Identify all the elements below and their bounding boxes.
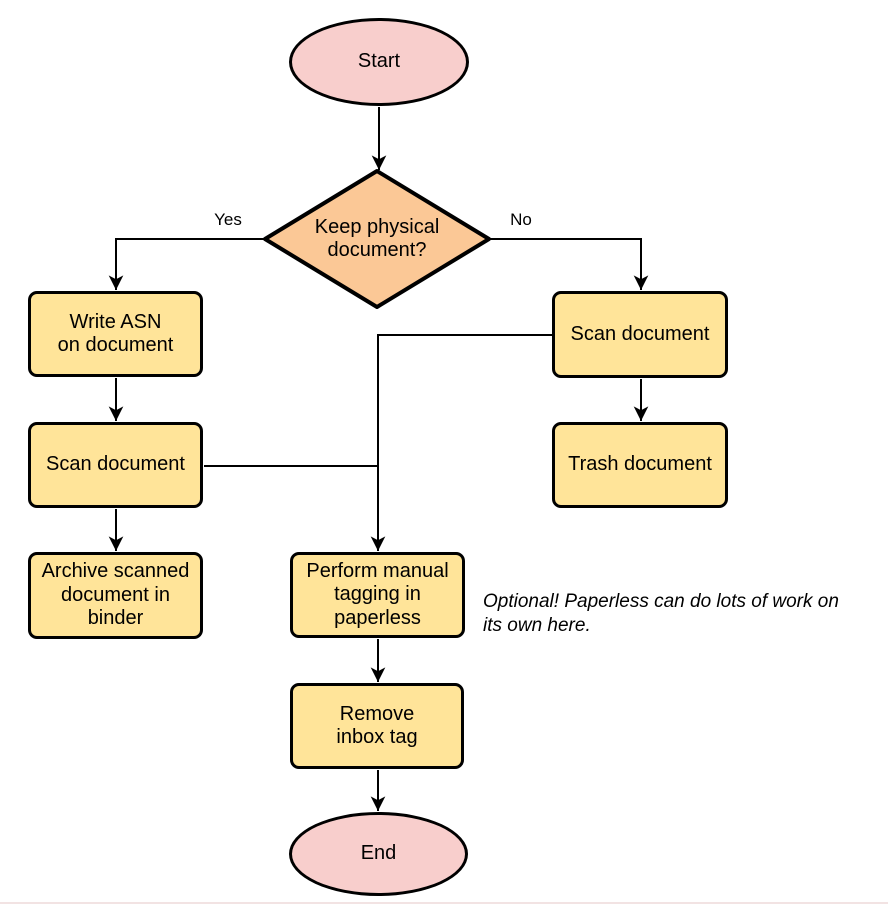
node-scan-document-right: Scan document [552, 291, 728, 378]
node-start: Start [289, 18, 469, 106]
node-trash-document: Trash document [552, 422, 728, 508]
edge-scan-right-to-tagging [370, 334, 552, 551]
edge-decision-yes-to-write-asn [108, 238, 265, 290]
edge-label-no: No [510, 210, 532, 229]
node-write-asn: Write ASN on document [28, 291, 203, 377]
node-end: End [289, 812, 468, 896]
node-remove-inbox-tag: Remove inbox tag [290, 683, 464, 769]
decision-diamond-shape [263, 169, 491, 309]
edge-label-yes: Yes [214, 210, 242, 229]
node-decision-label: Keep physical document? [314, 215, 440, 261]
node-manual-tagging: Perform manual tagging in paperless [290, 552, 465, 638]
node-scan-document-left: Scan document [28, 422, 203, 508]
optional-note: Optional! Paperless can do lots of work … [483, 591, 839, 636]
node-archive-in-binder: Archive scanned document in binder [28, 552, 203, 639]
bottom-edge-line [0, 902, 888, 904]
edge-decision-no-to-scan-right [489, 238, 649, 290]
